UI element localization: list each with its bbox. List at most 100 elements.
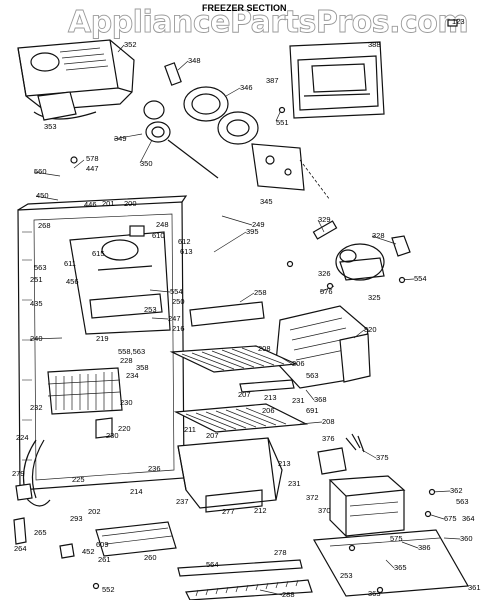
callout-277: 277 [222,507,235,516]
callout-206-b: 206 [262,406,275,415]
callout-370: 370 [318,506,331,515]
callout-551: 551 [276,118,289,127]
callout-372: 372 [306,493,319,502]
callout-613: 613 [180,247,193,256]
callout-251: 251 [30,275,43,284]
callout-609: 609 [96,540,109,549]
callout-450: 450 [36,191,49,200]
callout-220: 220 [118,424,131,433]
callout-268: 268 [38,221,51,230]
callout-345: 345 [260,197,273,206]
callout-236: 236 [148,464,161,473]
watermark-text: AppliancePartsPros.com [68,5,468,40]
callout-364: 364 [462,514,475,523]
callout-202: 202 [88,507,101,516]
callout-388: 388 [368,40,381,49]
callout-206-a: 206 [292,359,305,368]
callout-207-a: 207 [238,390,251,399]
callout-362: 362 [450,486,463,495]
callout-558-563: 558,563 [118,347,145,356]
evaporator-coil-drawing [47,367,123,415]
callout-labels: 123 352 348 388 387 346 353 349 551 350 … [12,17,481,599]
callout-234: 234 [126,371,139,380]
callout-358: 358 [136,363,149,372]
callout-225: 225 [72,475,85,484]
callout-231-b: 231 [288,479,301,488]
callout-353: 353 [44,122,57,131]
callout-328: 328 [372,231,385,240]
callout-213-b: 213 [278,459,291,468]
callout-452: 452 [82,547,95,556]
ice-maker-drawing [275,305,371,389]
bottom-rail-drawing [177,559,303,577]
callout-552: 552 [102,585,115,594]
callout-230-b: 230 [106,431,119,440]
callout-288: 288 [282,590,295,599]
callout-264: 264 [14,544,27,553]
callout-363: 363 [368,589,381,598]
callout-611: 611 [64,259,76,268]
callout-387: 387 [266,76,279,85]
callout-253-a: 253 [144,305,157,314]
cabinet-hardware-drawing [13,483,75,559]
callout-216: 216 [172,324,185,333]
callout-612: 612 [178,237,191,246]
callout-554-b: 554 [414,274,427,283]
callout-207-b: 207 [206,431,219,440]
callout-350: 350 [140,159,153,168]
callout-375: 375 [376,453,389,462]
callout-208-b: 208 [322,417,335,426]
callout-368: 368 [314,395,327,404]
kick-grille-drawing [185,579,313,600]
callout-360: 360 [460,534,473,543]
callout-213-a: 213 [264,393,277,402]
callout-386: 386 [418,543,431,552]
callout-563-a: 563 [34,263,47,272]
upper-shelf-drawing [169,345,299,373]
callout-447: 447 [86,164,99,173]
callout-349: 349 [114,134,127,143]
callout-576: 576 [320,287,333,296]
callout-211: 211 [184,425,196,434]
callout-212: 212 [254,506,267,515]
callout-208-a: 208 [258,344,271,353]
callout-578: 578 [86,154,99,163]
callout-563-b: 563 [306,371,319,380]
callout-231-a: 231 [292,396,305,405]
callout-820: 820 [364,325,377,334]
callout-352: 352 [124,40,137,49]
drain-pan-drawing [95,521,177,557]
callout-123: 123 [452,17,465,26]
control-box-drawing [328,475,406,538]
callout-691: 691 [306,406,319,415]
callout-219: 219 [96,334,109,343]
callout-435: 435 [30,299,43,308]
callout-201: 201 [102,199,115,208]
callout-250: 250 [172,297,185,306]
callout-325: 325 [368,293,381,302]
callout-554-a: 554 [170,287,183,296]
bucket-front-453 [37,91,77,121]
auger-motor-drawing [312,220,411,281]
callout-230-a: 230 [120,398,133,407]
evaporator-cover-drawing [69,225,171,335]
callout-261: 261 [98,555,111,564]
ice-maker-bracket-drawing [251,143,331,201]
callout-365: 365 [394,563,407,572]
callout-279: 279 [12,469,25,478]
callout-446: 446 [84,200,97,209]
leader-lines [29,44,461,596]
callout-247: 247 [168,314,181,323]
screw-fasteners [70,106,436,594]
callout-265: 265 [34,528,47,537]
callout-575: 575 [390,534,403,543]
callout-326: 326 [318,269,331,278]
callout-395: 395 [246,227,259,236]
callout-564: 564 [206,560,219,569]
auger-assembly-drawing [143,62,259,179]
callout-248: 248 [156,220,169,229]
ice-storage-bin-drawing [177,437,283,513]
callout-232: 232 [30,403,43,412]
